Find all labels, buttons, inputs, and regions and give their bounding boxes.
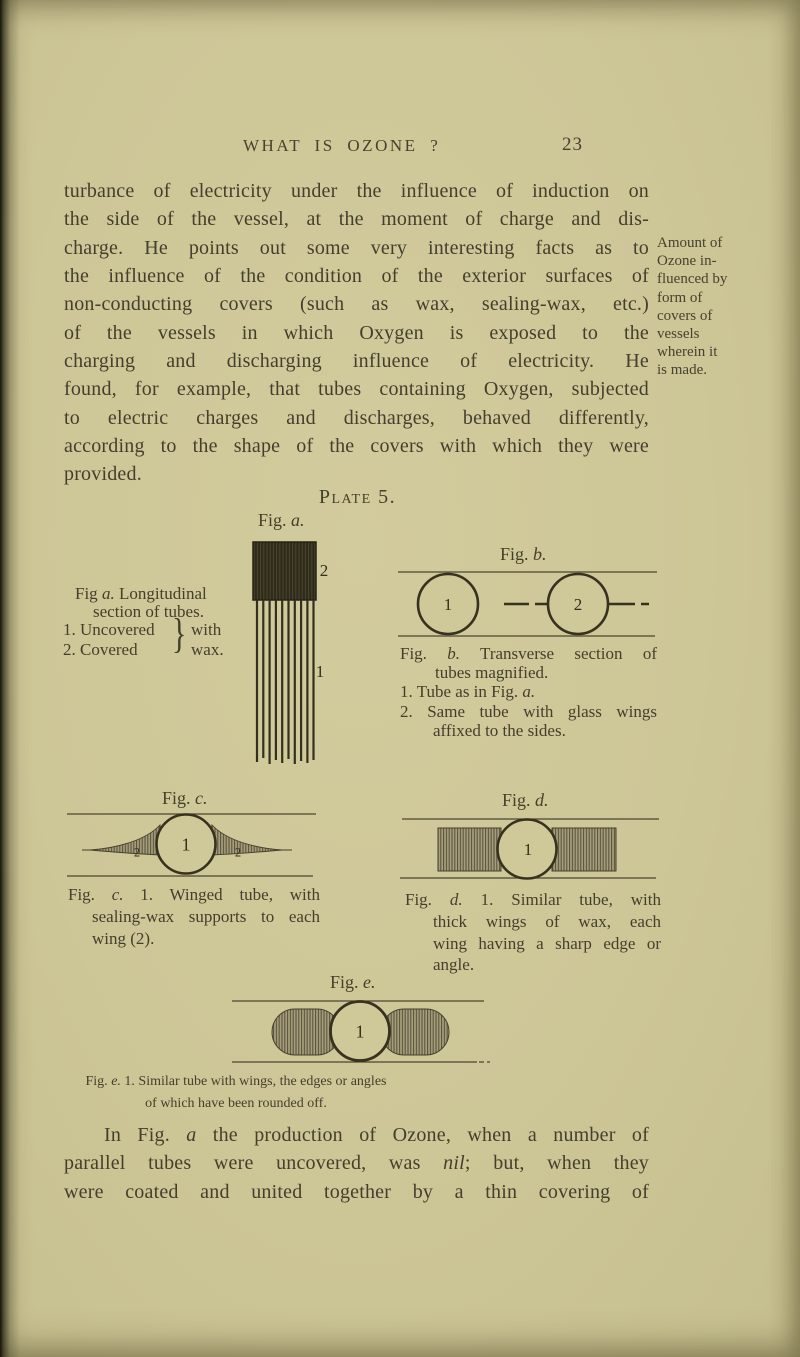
plate-title: Plate 5. xyxy=(318,486,397,508)
figure-a-caption-line: 2. Covered xyxy=(63,640,138,659)
text-line: turbance of electricity under the influe… xyxy=(64,180,649,202)
figure-a-label: Fig. a. xyxy=(258,510,305,530)
figure-a-caption-line: Fig a. Longitudinal xyxy=(75,584,207,603)
figure-e-illustration xyxy=(232,1000,490,1063)
caption-line: thick wings of wax, each xyxy=(433,911,661,931)
figure-c-numeral-wing-right: 2 xyxy=(234,845,242,860)
figure-b-illustration xyxy=(398,571,657,637)
figure-c-numeral-tube: 1 xyxy=(181,834,191,855)
caption-line: sealing-wax supports to each xyxy=(92,906,320,926)
margin-note-2: wherein it is made. xyxy=(657,343,767,379)
figure-c-illustration xyxy=(67,813,316,877)
figure-d-numeral-tube: 1 xyxy=(523,840,533,859)
text-line: In Fig. a the production of Ozone, when … xyxy=(104,1124,649,1146)
figure-b-numeral-tube1: 1 xyxy=(443,595,453,614)
figure-a-numeral-tubes: 1 xyxy=(315,662,325,681)
margin-note-line: wherein it xyxy=(657,344,718,360)
figure-a-caption-line: section of tubes. xyxy=(93,602,204,621)
caption-line: 1. Tube as in Fig. a. xyxy=(400,682,536,702)
caption-line: wing (2). xyxy=(92,928,155,948)
figure-c-label: Fig. c. xyxy=(162,788,208,808)
text-line: according to the shape of the covers wit… xyxy=(64,435,649,458)
text-line: the influence of the condition of the ex… xyxy=(64,265,649,288)
text-line: provided. xyxy=(64,463,142,486)
figure-e-numeral-tube: 1 xyxy=(355,1021,365,1042)
paragraph-main: turbance of electricity under the influe… xyxy=(64,177,649,489)
page-number: 23 xyxy=(562,134,583,155)
margin-note-line: is made. xyxy=(657,362,707,379)
text-line: non-conducting covers (such as wax, seal… xyxy=(64,293,649,316)
caption-line: of which have been rounded off. xyxy=(145,1096,327,1111)
text-line: of the vessels in which Oxygen is expose… xyxy=(64,321,649,344)
caption-line: 2. Same tube with glass wings xyxy=(400,701,657,721)
figure-b-caption: Fig. b. Transverse section of tubes magn… xyxy=(400,644,657,740)
caption-line: angle. xyxy=(433,955,475,975)
text-line: charge. He points out some very interest… xyxy=(64,236,649,259)
running-title: WHAT IS OZONE ? xyxy=(243,136,441,155)
figure-e-label: Fig. e. xyxy=(330,972,376,992)
caption-line: affixed to the sides. xyxy=(433,720,566,740)
margin-note-line: Amount of xyxy=(657,235,723,251)
text-line: the side of the vessel, at the moment of… xyxy=(64,208,649,231)
margin-note-line: form of xyxy=(657,289,703,306)
figure-c-caption: Fig. c. 1. Winged tube, with sealing-wax… xyxy=(68,884,320,949)
figure-b-numeral-tube2: 2 xyxy=(573,595,583,614)
figure-c-numeral-wing-left: 2 xyxy=(133,845,141,860)
figure-b-label: Fig. b. xyxy=(500,544,547,564)
margin-note-1: Amount of Ozone in- fluenced by form of … xyxy=(657,234,767,343)
text-line: parallel tubes were uncovered, was nil; … xyxy=(64,1152,649,1175)
margin-note-line: covers of xyxy=(657,307,713,324)
margin-note-line: vessels xyxy=(657,325,700,342)
text-line: charging and discharging influence of el… xyxy=(64,350,649,373)
figure-d-caption: Fig. d. 1. Similar tube, with thick wing… xyxy=(405,889,661,976)
caption-line: tubes magnified. xyxy=(435,663,549,683)
figure-a-caption-line: with xyxy=(191,620,222,639)
caption-line: wing having a sharp edge or xyxy=(433,933,661,953)
text-line: to electric charges and discharges, beha… xyxy=(64,406,649,429)
figure-a-caption-brace: } xyxy=(172,611,187,658)
text-line: were coated and united together by a thi… xyxy=(64,1180,649,1203)
figure-e-caption: Fig. e. 1. Similar tube with wings, the … xyxy=(56,1071,416,1115)
figure-d-label: Fig. d. xyxy=(502,790,549,810)
figure-a-illustration xyxy=(252,541,317,764)
text-line: found, for example, that tubes containin… xyxy=(64,378,649,401)
figure-d-illustration xyxy=(400,818,659,880)
figure-a-caption-line: 1. Uncovered xyxy=(63,620,155,639)
figure-a-numeral-cover: 2 xyxy=(319,561,329,580)
caption-line: Fig. c. 1. Winged tube, with xyxy=(68,885,320,904)
caption-line: Fig. d. 1. Similar tube, with xyxy=(405,890,661,909)
figure-a-caption-line: wax. xyxy=(191,640,224,659)
paragraph-closing: In Fig. a the production of Ozone, when … xyxy=(64,1121,649,1206)
margin-note-line: Ozone in- xyxy=(657,253,717,270)
margin-note-line: fluenced by xyxy=(657,271,728,288)
caption-line: Fig. e. 1. Similar tube with wings, the … xyxy=(85,1074,387,1089)
caption-line: Fig. b. Transverse section of xyxy=(400,644,657,663)
page-gutter-shadow xyxy=(0,0,20,1357)
